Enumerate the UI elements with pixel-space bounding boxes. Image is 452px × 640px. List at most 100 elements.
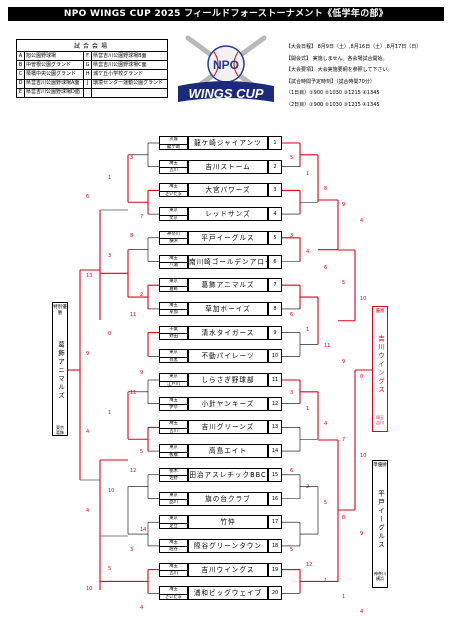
score-left: 4 xyxy=(86,507,90,514)
info-line: 【開会式】 実施しません。各会場試合開始。 xyxy=(286,55,388,62)
team-region: 神奈川横浜 xyxy=(159,230,188,245)
team-city: 越谷 xyxy=(169,547,178,553)
venue-key: F xyxy=(83,50,93,62)
team-region: 東京品川 xyxy=(159,491,188,506)
venue-name: 旭公園野球場 xyxy=(23,50,85,62)
team-city: 八潮 xyxy=(169,263,178,268)
score-left: 3 xyxy=(108,252,112,259)
team-name: 不動パイレーツ xyxy=(188,349,268,364)
score-left: 11 xyxy=(130,311,137,318)
team-number: 19 xyxy=(268,562,282,577)
team-region: 東京足立 xyxy=(159,515,188,530)
team-prefecture: 東京 xyxy=(160,516,187,524)
team-region: 埼玉吉川 xyxy=(159,562,188,577)
score-left: 13 xyxy=(86,272,93,279)
score-left: 4 xyxy=(140,605,144,612)
team-city: 板橋 xyxy=(169,452,178,458)
venue-key xyxy=(83,87,93,98)
team-name: 草加ボーイズ xyxy=(188,301,268,316)
team-name: 際谷グリーンタウン xyxy=(188,538,268,553)
info-block: 【大会日程】 8月9日（土）,8月16日（土）,8月17日（日） 【開会式】 実施… xyxy=(286,42,446,111)
score-right: 1 xyxy=(306,405,310,412)
info-line: （2日目）①900 ②1030 ③1215 ④1345 xyxy=(286,101,380,108)
score-left: 8 xyxy=(130,233,134,240)
venue-name: 県営吉川公園野球場B面 xyxy=(91,50,168,62)
team-name: 小針ヤンキーズ xyxy=(188,396,268,411)
score-right: 10 xyxy=(360,452,367,459)
team-prefecture: 埼玉 xyxy=(160,587,187,595)
team-region: 茨城龍ケ崎 xyxy=(159,136,188,150)
score-left: 0 xyxy=(108,331,112,338)
team-region: 埼玉八潮 xyxy=(159,254,188,269)
team-city: 吉川 xyxy=(169,571,178,577)
team-number: 1 xyxy=(268,136,282,150)
team-prefecture: 千葉 xyxy=(160,327,187,335)
team-name: 清水タイガース xyxy=(188,325,268,340)
score-right: 11 xyxy=(324,343,331,349)
team-region: 東京文京 xyxy=(159,207,188,222)
team-number: 10 xyxy=(268,349,282,364)
team-name: 吉川ウイングス xyxy=(188,562,268,577)
special-winner-box-tag: 特別優勝 xyxy=(53,305,67,316)
runner-up-box-pref: 神奈川 xyxy=(374,571,386,576)
team-city: 品川 xyxy=(169,500,178,505)
score-left: 1 xyxy=(108,409,112,416)
team-city: 龍ケ崎 xyxy=(167,144,180,150)
team-number: 2 xyxy=(268,159,282,174)
score-right: 10 xyxy=(360,296,367,302)
team-number: 4 xyxy=(268,207,282,222)
team-city: 江戸川 xyxy=(167,381,180,387)
score-left: 11 xyxy=(130,390,137,396)
score-right: 9 xyxy=(342,202,346,208)
score-right: 0 xyxy=(360,374,364,381)
team-region: 埼玉さいたま xyxy=(159,183,188,198)
score-left: 9 xyxy=(86,350,90,357)
team-number: 17 xyxy=(268,515,282,530)
team-number: 7 xyxy=(268,278,282,293)
score-left: 12 xyxy=(130,468,137,475)
team-prefecture: 埼玉 xyxy=(160,303,187,311)
team-region: 東京江戸川 xyxy=(159,373,188,387)
special-winner-box-team: 葛飾アニマルズ xyxy=(56,341,65,401)
team-prefecture: 東京 xyxy=(160,350,187,358)
team-number: 15 xyxy=(268,467,282,482)
team-city: さいたま xyxy=(164,594,183,600)
info-line: 【大会日程】 8月9日（土）,8月16日（土）,8月17日（日） xyxy=(286,44,422,50)
team-name: 吉川ストーム xyxy=(188,159,268,174)
score-right: 6 xyxy=(290,311,294,318)
score-left: 9 xyxy=(140,370,144,377)
score-right: 5 xyxy=(324,499,328,506)
team-prefecture: 埼玉 xyxy=(160,540,187,548)
info-line: 【試合時間予定時刻】（試合時間70分） xyxy=(286,78,375,85)
special-winner-box-pref: 東京 xyxy=(56,425,64,430)
team-number: 3 xyxy=(268,183,282,198)
score-left: 5 xyxy=(108,566,112,573)
runner-up-box-city: 横浜 xyxy=(376,576,384,581)
team-prefecture: 神奈川 xyxy=(160,232,187,240)
team-city: 伊奈 xyxy=(169,405,178,411)
team-name: 高島エイト xyxy=(188,444,268,459)
score-right: 5 xyxy=(342,280,346,287)
team-name: しらさぎ野球部 xyxy=(188,373,268,387)
team-number: 20 xyxy=(268,586,282,601)
score-left: 4 xyxy=(86,429,90,436)
score-right: 5 xyxy=(290,546,294,553)
team-name: 平戸イーグルス xyxy=(188,230,268,245)
score-left: 10 xyxy=(86,585,93,592)
team-number: 9 xyxy=(268,325,282,340)
score-left: 14 xyxy=(140,527,147,534)
team-city: 横浜 xyxy=(169,239,178,245)
score-right: 3 xyxy=(290,390,294,396)
team-name: 田治アスレチックBBC xyxy=(188,467,268,482)
info-line: 【大会要項】 大会実施要綱を参照して下さい。 xyxy=(286,67,393,73)
team-name: 吉川グリーンズ xyxy=(188,420,268,435)
team-prefecture: 東京 xyxy=(160,208,187,216)
team-region: 東京目黒 xyxy=(159,349,188,364)
score-left: 1 xyxy=(108,174,112,181)
team-number: 16 xyxy=(268,491,282,506)
team-region: 埼玉吉川 xyxy=(159,159,188,174)
